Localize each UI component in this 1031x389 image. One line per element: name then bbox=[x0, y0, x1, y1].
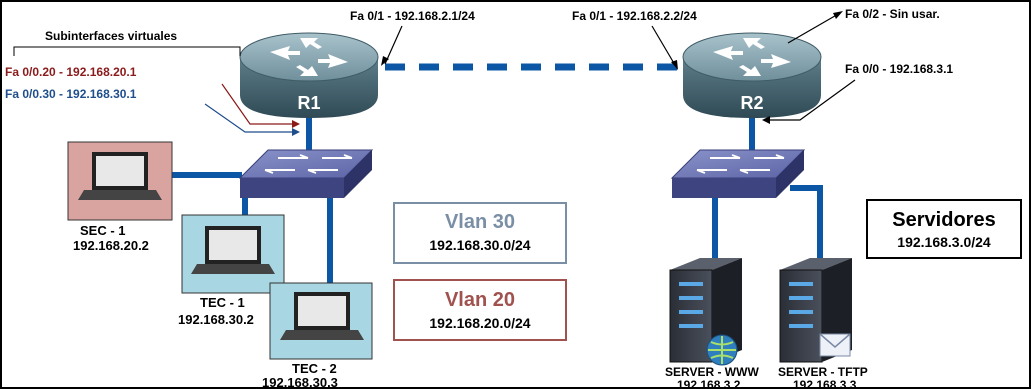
label-r2-fa0-1: Fa 0/1 - 192.168.2.2/24 bbox=[572, 9, 697, 23]
label-r1-fa0-0-20: Fa 0/0.20 - 192.168.20.1 bbox=[5, 65, 137, 79]
servidores-title: Servidores bbox=[892, 209, 995, 231]
servidores-box: Servidores 192.168.3.0/24 bbox=[866, 199, 1022, 259]
router-r2: R2 bbox=[682, 32, 822, 118]
envelope-icon bbox=[819, 333, 851, 357]
router-r1-label: R1 bbox=[297, 93, 320, 113]
label-r2-fa0-2: Fa 0/2 - Sin usar. bbox=[845, 7, 940, 21]
switch-1 bbox=[238, 149, 374, 198]
server-tftp-ip: 192.168.3.3 bbox=[793, 378, 857, 389]
host-tec-1 bbox=[181, 214, 285, 294]
switch-arrows-icon bbox=[696, 154, 785, 174]
host-tec-1-ip: 192.168.30.2 bbox=[178, 312, 254, 327]
host-tec-2-name: TEC - 2 bbox=[292, 361, 337, 376]
switch-2 bbox=[670, 149, 806, 198]
vlan20-network: 192.168.20.0/24 bbox=[429, 315, 530, 331]
router-arrows-icon bbox=[270, 38, 348, 76]
host-tec-2-ip: 192.168.30.3 bbox=[262, 375, 338, 389]
vlan30-title: Vlan 30 bbox=[445, 211, 515, 233]
server-www-ip: 192.168.3.2 bbox=[677, 378, 741, 389]
subinterfaces-group: Subinterfaces virtuales bbox=[13, 29, 241, 56]
server-lights-icon bbox=[789, 282, 813, 328]
host-sec-1-ip: 192.168.20.2 bbox=[73, 238, 149, 253]
server-tftp bbox=[779, 258, 852, 363]
arrow-r2-fa01 bbox=[651, 25, 676, 66]
server-lights-icon bbox=[679, 282, 703, 328]
switch-arrows-icon bbox=[264, 154, 353, 174]
link-switch2-tftp bbox=[790, 185, 823, 262]
vlan20-title: Vlan 20 bbox=[445, 289, 515, 311]
server-tftp-name: SERVER - TFTP bbox=[778, 365, 868, 379]
server-www-name: SERVER - WWW bbox=[665, 365, 759, 379]
label-r2-fa0-0: Fa 0/0 - 192.168.3.1 bbox=[845, 62, 953, 76]
router-r2-label: R2 bbox=[740, 93, 763, 113]
router-arrows-icon bbox=[713, 38, 791, 76]
label-r1-fa0-0-30: Fa 0/0.30 - 192.168.30.1 bbox=[5, 87, 137, 101]
server-www bbox=[669, 258, 742, 366]
arrow-r2-fa00 bbox=[770, 79, 856, 121]
host-sec-1 bbox=[67, 141, 173, 221]
vlan20-box: Vlan 20 192.168.20.0/24 bbox=[393, 279, 567, 341]
arrow-fa030 bbox=[204, 103, 292, 133]
arrow-fa020 bbox=[221, 83, 292, 125]
vlan30-box: Vlan 30 192.168.30.0/24 bbox=[393, 202, 567, 264]
host-tec-1-name: TEC - 1 bbox=[200, 295, 245, 310]
host-tec-2 bbox=[269, 282, 373, 360]
label-r1-fa0-1: Fa 0/1 - 192.168.2.1/24 bbox=[350, 9, 475, 23]
subinterfaces-title: Subinterfaces virtuales bbox=[45, 29, 177, 43]
host-sec-1-name: SEC - 1 bbox=[80, 223, 126, 238]
servidores-network: 192.168.3.0/24 bbox=[897, 234, 991, 250]
arrow-r1-fa01 bbox=[384, 25, 403, 65]
arrow-r2-fa02 bbox=[787, 12, 841, 44]
router-r1: R1 bbox=[239, 32, 379, 118]
vlan30-network: 192.168.30.0/24 bbox=[429, 237, 530, 253]
